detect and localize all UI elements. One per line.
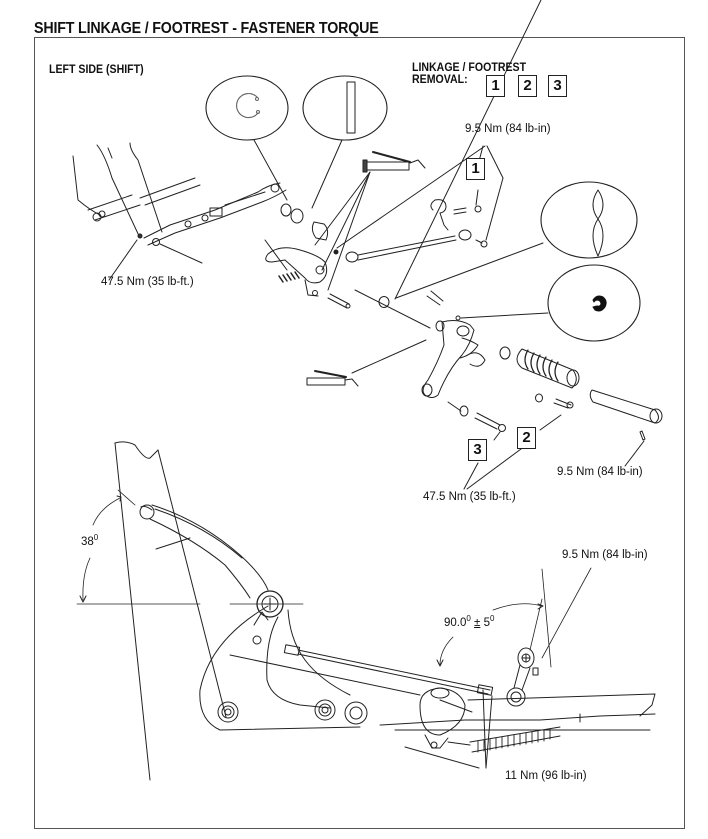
torque-linkage-rod-ends: 9.5 Nm (84 lb-in) bbox=[465, 123, 551, 135]
shift-lever bbox=[265, 203, 351, 309]
leader-line bbox=[108, 239, 138, 281]
e-clip-icon bbox=[592, 295, 607, 312]
removal-heading-line1: LINKAGE / FOOTREST bbox=[412, 62, 527, 74]
grease-tube-icon bbox=[306, 370, 359, 387]
removal-heading-line2: REMOVAL: bbox=[412, 74, 468, 86]
sleeve-icon bbox=[346, 81, 356, 134]
removal-step-1-badge: 1 bbox=[486, 75, 505, 97]
linkage-rod-assembled bbox=[283, 644, 539, 707]
torque-footpeg-pin: 9.5 Nm (84 lb-in) bbox=[557, 466, 643, 478]
diagram-frame bbox=[34, 37, 685, 829]
detail-view-retaining-ring bbox=[205, 75, 289, 201]
frame-tubes bbox=[72, 142, 287, 264]
angle-label-90: 90.00 ± 50 bbox=[444, 614, 495, 629]
footrest-mount-bracket bbox=[199, 605, 656, 731]
leader-line bbox=[541, 568, 552, 668]
footpeg-rubber bbox=[516, 348, 580, 389]
washer-icon bbox=[499, 346, 511, 360]
removal-step-2-badge: 2 bbox=[518, 75, 537, 97]
torque-footpeg-mount: 47.5 Nm (35 lb-ft.) bbox=[423, 491, 516, 503]
washer-icon bbox=[535, 393, 543, 403]
footpeg-body bbox=[589, 389, 663, 424]
torque-rod-jam-nuts: 11 Nm (96 lb-in) bbox=[505, 770, 587, 782]
detail-view-sleeve bbox=[302, 75, 388, 209]
angle-label-38: 380 bbox=[81, 533, 99, 548]
return-spring bbox=[447, 726, 561, 753]
left-side-label: LEFT SIDE (SHIFT) bbox=[49, 64, 144, 76]
grease-tube-icon bbox=[362, 151, 426, 173]
spring-clip-icon bbox=[592, 189, 604, 220]
pin-icon bbox=[639, 430, 646, 441]
pin-icon bbox=[426, 290, 444, 306]
callout-3-badge: 3 bbox=[468, 439, 487, 461]
removal-step-3-badge: 3 bbox=[548, 75, 567, 97]
angle-dimension-38 bbox=[76, 489, 304, 605]
frame-downtube bbox=[114, 441, 227, 781]
spring-icon bbox=[278, 271, 300, 283]
callout-2-badge: 2 bbox=[517, 427, 536, 449]
washer-icon bbox=[459, 405, 469, 417]
torque-shift-lever-pinch: 47.5 Nm (35 lb-ft.) bbox=[101, 276, 194, 288]
torque-shift-arm-rod-end: 9.5 Nm (84 lb-in) bbox=[562, 549, 648, 561]
detail-view-e-clip bbox=[455, 264, 641, 342]
leader-line bbox=[336, 145, 486, 249]
shift-lever-arm bbox=[139, 504, 284, 618]
footpeg-bracket bbox=[421, 320, 486, 398]
angle-dimension-90 bbox=[436, 598, 544, 667]
retaining-ring-icon bbox=[236, 93, 259, 119]
callout-1-badge: 1 bbox=[466, 158, 485, 180]
shift-linkage-rod bbox=[333, 199, 488, 263]
shifter-pivot bbox=[419, 687, 473, 749]
detail-view-spring-clip bbox=[394, 0, 638, 300]
page-title: SHIFT LINKAGE / FOOTREST - FASTENER TORQ… bbox=[34, 20, 379, 37]
